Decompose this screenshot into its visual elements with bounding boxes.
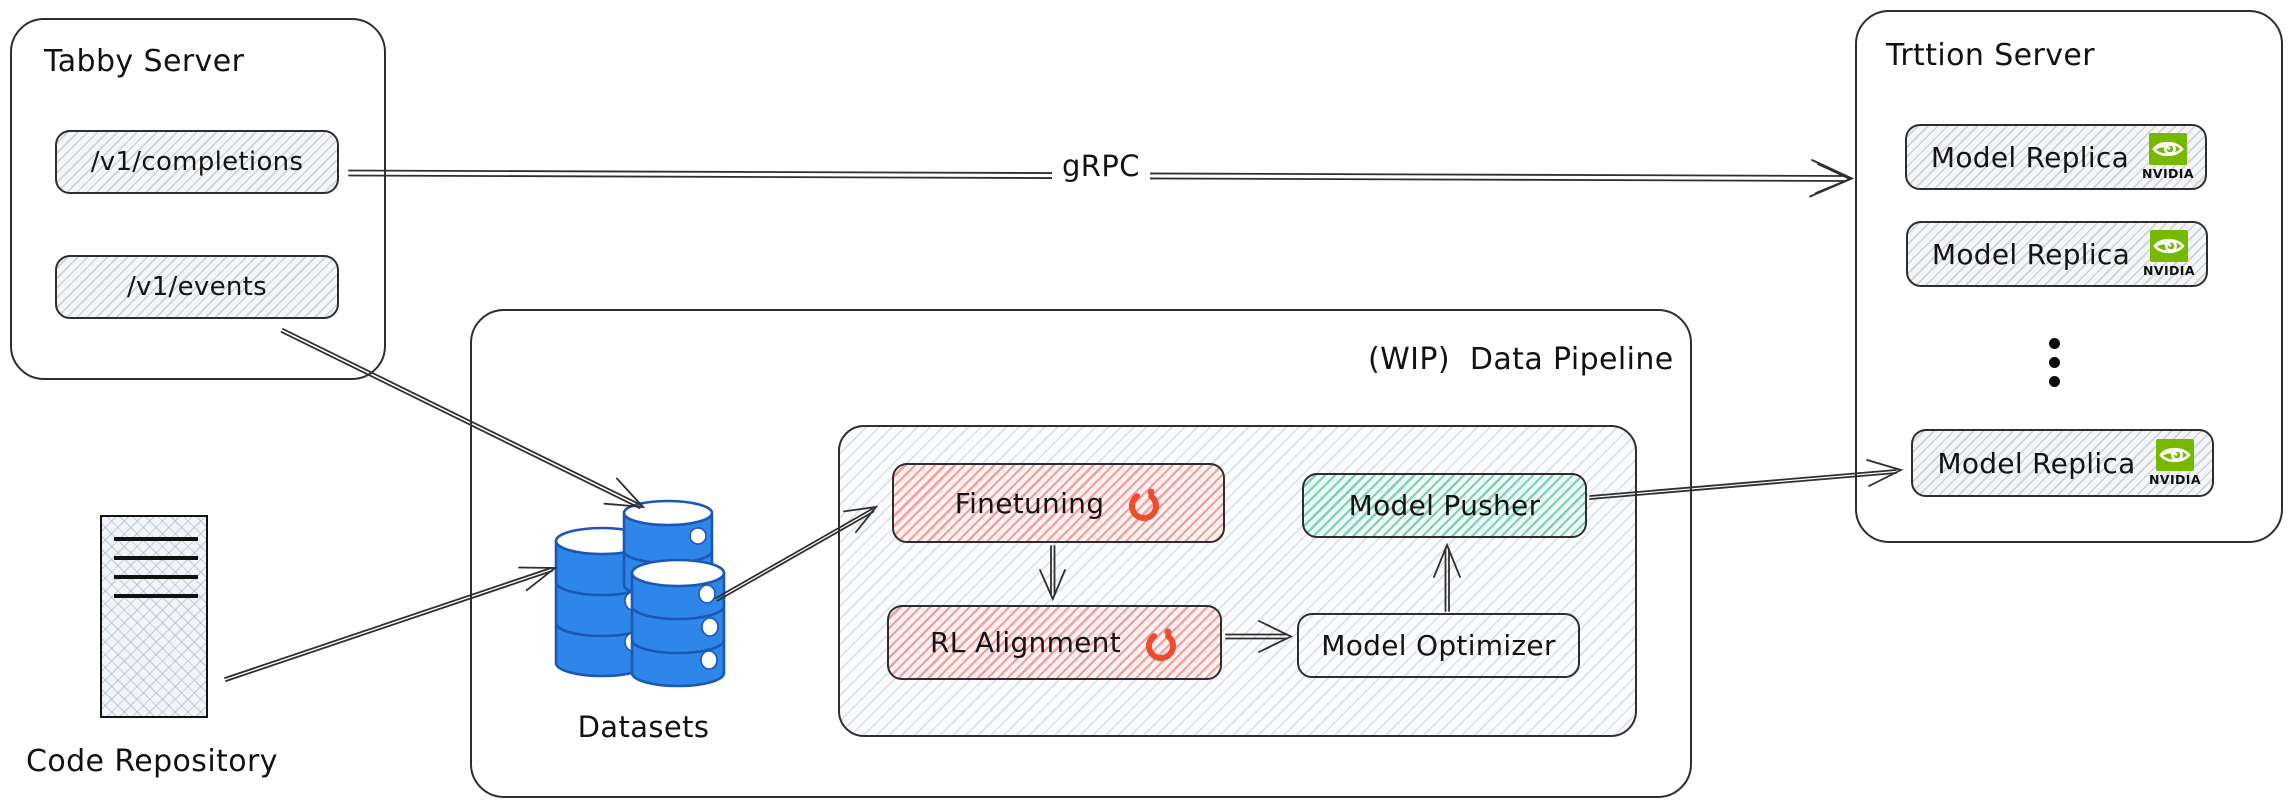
datasets-label: Datasets xyxy=(577,710,710,744)
endpoint-events-label: /v1/events xyxy=(126,272,268,302)
nvidia-logo: NVIDIA xyxy=(2141,230,2197,278)
nvidia-eye-icon xyxy=(2150,230,2188,262)
code-line xyxy=(114,594,198,598)
code-line xyxy=(114,575,198,579)
node-model-pusher: Model Pusher xyxy=(1302,473,1587,538)
endpoint-events: /v1/events xyxy=(55,255,339,319)
node-model-replica-2: Model Replica NVIDIA xyxy=(1906,221,2208,287)
model-replica-label: Model Replica xyxy=(1937,446,2136,480)
tabby-server-title: Tabby Server xyxy=(44,44,245,79)
triton-server-title: Trttion Server xyxy=(1886,38,2095,73)
nvidia-wordmark: NVIDIA xyxy=(2142,166,2194,181)
model-replica-label: Model Replica xyxy=(1931,237,2131,271)
data-pipeline-title: (WIP) Data Pipeline xyxy=(1368,342,1674,377)
endpoint-completions: /v1/completions xyxy=(55,130,339,194)
code-repository-icon xyxy=(100,515,208,718)
rl-alignment-label: RL Alignment xyxy=(929,626,1121,659)
node-finetuning: Finetuning xyxy=(892,463,1225,543)
endpoint-completions-label: /v1/completions xyxy=(90,147,304,177)
pytorch-ring xyxy=(1129,491,1160,521)
node-model-replica-1: Model Replica NVIDIA xyxy=(1905,124,2207,190)
node-model-optimizer: Model Optimizer xyxy=(1297,613,1580,678)
grpc-edge-label: gRPC xyxy=(1052,149,1150,183)
nvidia-eye-icon xyxy=(2149,133,2187,165)
pytorch-icon xyxy=(1146,628,1176,661)
pytorch-dot xyxy=(1164,628,1172,635)
code-line xyxy=(114,537,198,541)
model-replica-label: Model Replica xyxy=(1930,140,2130,174)
pytorch-dot xyxy=(1147,488,1155,496)
model-pusher-label: Model Pusher xyxy=(1348,489,1541,522)
nvidia-logo: NVIDIA xyxy=(2140,133,2196,181)
nvidia-logo: NVIDIA xyxy=(2147,439,2203,487)
node-model-replica-3: Model Replica NVIDIA xyxy=(1911,429,2214,497)
finetuning-label: Finetuning xyxy=(954,486,1105,520)
pytorch-icon xyxy=(1129,488,1160,521)
node-rl-alignment: RL Alignment xyxy=(887,605,1222,680)
model-optimizer-label: Model Optimizer xyxy=(1321,629,1556,662)
ellipsis-dots xyxy=(2049,338,2060,387)
code-line xyxy=(114,556,198,560)
tabby-server-box xyxy=(10,18,386,380)
code-repository-label: Code Repository xyxy=(26,744,278,779)
nvidia-wordmark: NVIDIA xyxy=(2143,263,2195,278)
pytorch-ring xyxy=(1146,630,1176,661)
nvidia-wordmark: NVIDIA xyxy=(2149,472,2201,487)
nvidia-eye-icon xyxy=(2156,439,2194,471)
